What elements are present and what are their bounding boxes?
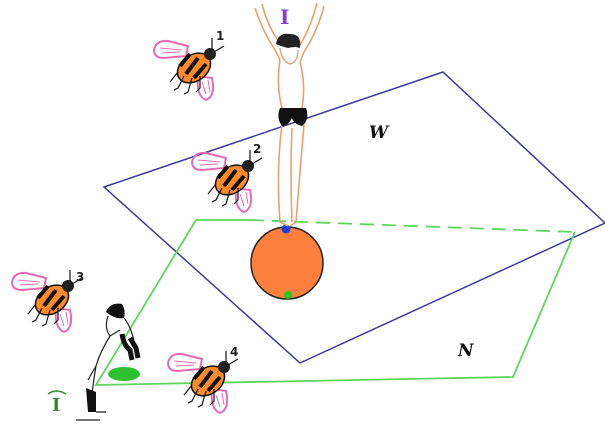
bee-4-number: 4: [230, 345, 238, 359]
plane-n-label: N: [457, 341, 475, 361]
bee-3-number: 3: [76, 270, 84, 284]
plane-w-label: W: [369, 123, 390, 143]
bee-3: [10, 268, 84, 334]
plane-n: [94, 219, 576, 386]
standing-figure-label: I: [280, 5, 289, 29]
bee-1: [152, 36, 226, 102]
sphere-top-point: [281, 224, 291, 234]
bee-1-number: 1: [216, 29, 224, 43]
standing-figure-hair: [276, 33, 301, 48]
bee-2: [190, 148, 264, 214]
seated-figure-label-accent: [47, 390, 67, 395]
sphere-bottom-point: [284, 291, 292, 299]
standing-figure-trunks: [278, 108, 308, 126]
plane-w: [102, 71, 605, 364]
seated-figure-label: I: [52, 395, 60, 416]
sphere: [250, 226, 324, 300]
bee-2-number: 2: [253, 142, 261, 156]
seated-figure: [76, 303, 141, 421]
standing-figure-face: [279, 47, 299, 65]
